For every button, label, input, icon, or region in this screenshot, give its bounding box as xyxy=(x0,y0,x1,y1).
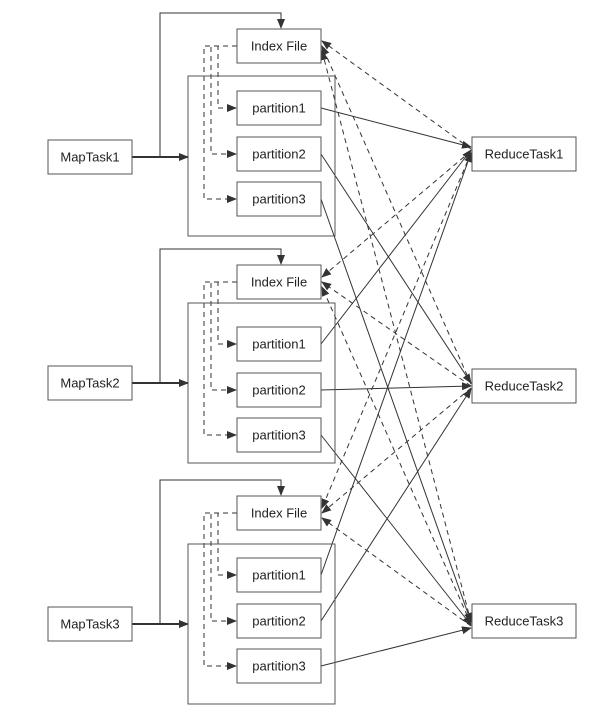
partition-to-reduce-arrow xyxy=(320,107,472,149)
map-to-index-arrow xyxy=(159,479,285,624)
reduce-to-index-dashed-arrow xyxy=(320,50,472,623)
partition-label: partition3 xyxy=(252,659,305,674)
partition-node: partition3 xyxy=(236,648,322,684)
partition-node: partition2 xyxy=(236,136,322,172)
index-file-node: Index File xyxy=(236,264,322,300)
map-group-1: MapTask1 Index File partition1 partition… xyxy=(47,28,336,237)
partition-label: partition3 xyxy=(252,428,305,443)
index-file-label: Index File xyxy=(251,275,307,290)
partition-to-reduce-arrow xyxy=(320,153,472,384)
partition-container xyxy=(187,543,336,705)
partition-container xyxy=(187,75,336,237)
reduce-to-index-dashed-arrow xyxy=(321,387,472,514)
partition-node: partition1 xyxy=(236,557,322,593)
partition-to-reduce-arrow xyxy=(320,382,472,391)
index-to-partition-dashed-arrow xyxy=(210,512,237,625)
partition-label: partition1 xyxy=(252,568,305,583)
map-to-index-arrow xyxy=(159,248,285,383)
reduce-to-index-dashed-arrow xyxy=(321,152,472,509)
reduce-task-node: ReduceTask2 xyxy=(471,368,577,404)
map-group-2: MapTask2 Index File partition1 partition… xyxy=(47,264,336,464)
partition-to-reduce-arrow xyxy=(320,152,472,576)
partition-label: partition1 xyxy=(252,101,305,116)
reduce-to-index-dashed-arrow xyxy=(321,45,472,385)
reduce-task-label: ReduceTask3 xyxy=(485,614,564,629)
partition-label: partition3 xyxy=(252,192,305,207)
map-task-node: MapTask3 xyxy=(47,606,133,642)
partition-to-reduce-arrow xyxy=(320,149,472,345)
partition-label: partition2 xyxy=(252,383,305,398)
index-to-partition-dashed-arrow xyxy=(217,45,237,112)
reduce-task-node: ReduceTask1 xyxy=(471,136,577,172)
index-file-node: Index File xyxy=(236,28,322,64)
index-to-partition-dashed-arrow xyxy=(203,512,237,670)
index-to-partition-dashed-arrow xyxy=(203,281,237,439)
map-task-node: MapTask1 xyxy=(47,139,133,175)
map-task-label: MapTask2 xyxy=(60,376,119,391)
partition-label: partition2 xyxy=(252,614,305,629)
partition-label: partition2 xyxy=(252,147,305,162)
partition-label: partition1 xyxy=(252,337,305,352)
reduce-to-index-dashed-arrow xyxy=(321,150,472,278)
reduce-to-index-dashed-arrow xyxy=(321,40,472,150)
map-task-label: MapTask3 xyxy=(60,617,119,632)
index-to-partition-dashed-arrow xyxy=(210,281,237,394)
reduce-task-label: ReduceTask2 xyxy=(485,379,564,394)
reduce-to-index-dashed-arrow xyxy=(321,517,472,627)
connection-lines xyxy=(132,12,472,670)
reduce-task-node: ReduceTask3 xyxy=(471,603,577,639)
partition-node: partition3 xyxy=(236,417,322,453)
reduce-to-index-dashed-arrow xyxy=(321,281,472,387)
partition-to-reduce-arrow xyxy=(320,388,472,622)
partition-node: partition1 xyxy=(236,326,322,362)
partition-to-reduce-arrow xyxy=(320,626,472,667)
reduce-task-label: ReduceTask1 xyxy=(485,147,564,162)
partition-node: partition3 xyxy=(236,181,322,217)
index-to-partition-dashed-arrow xyxy=(203,45,237,203)
map-to-index-arrow xyxy=(159,12,285,157)
partition-node: partition1 xyxy=(236,90,322,126)
index-file-node: Index File xyxy=(236,495,322,531)
index-to-partition-dashed-arrow xyxy=(210,45,237,158)
partition-to-reduce-arrow xyxy=(320,198,472,623)
map-group-3: MapTask3 Index File partition1 partition… xyxy=(47,495,336,705)
node-boxes: MapTask1 Index File partition1 partition… xyxy=(47,28,577,705)
partition-node: partition2 xyxy=(236,603,322,639)
partition-node: partition2 xyxy=(236,372,322,408)
index-file-label: Index File xyxy=(251,39,307,54)
partition-to-reduce-arrow xyxy=(320,434,472,626)
reduce-to-index-dashed-arrow xyxy=(321,286,472,625)
map-task-node: MapTask2 xyxy=(47,365,133,401)
index-file-label: Index File xyxy=(251,506,307,521)
partition-container xyxy=(187,302,336,464)
map-task-label: MapTask1 xyxy=(60,150,119,165)
index-to-partition-dashed-arrow xyxy=(217,281,237,348)
